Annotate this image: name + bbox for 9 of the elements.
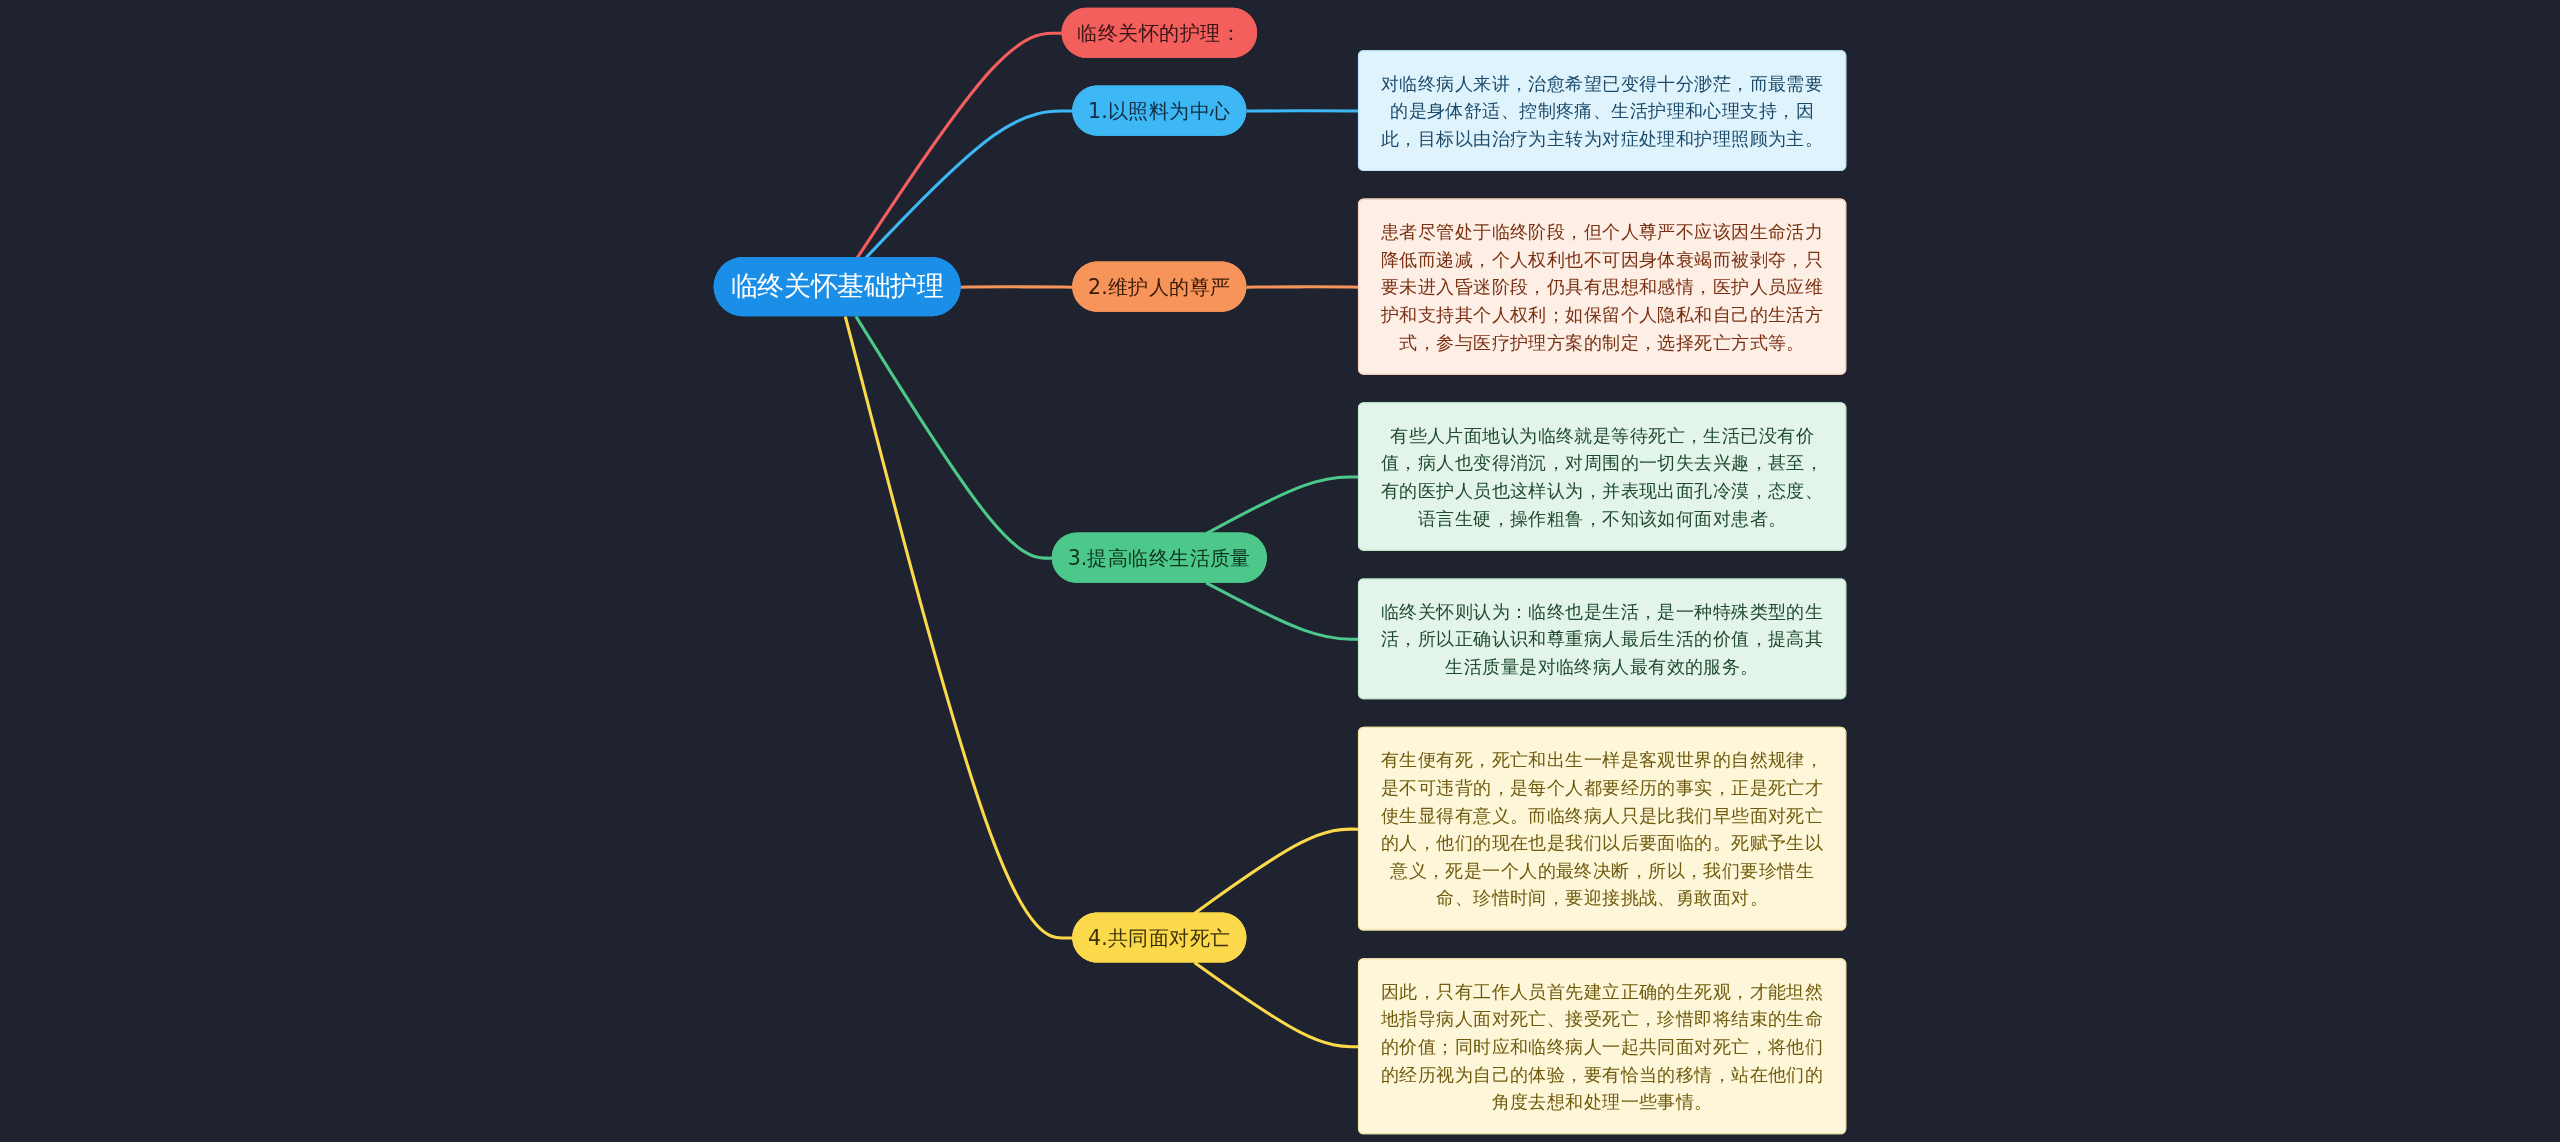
connector (1246, 285, 1359, 289)
connector (1205, 475, 1359, 535)
connector (1246, 109, 1359, 113)
connector (855, 31, 1063, 259)
connector (843, 315, 1074, 940)
connector (1193, 961, 1359, 1049)
connector (854, 315, 1053, 560)
connector (1205, 581, 1359, 641)
connector (960, 285, 1074, 289)
